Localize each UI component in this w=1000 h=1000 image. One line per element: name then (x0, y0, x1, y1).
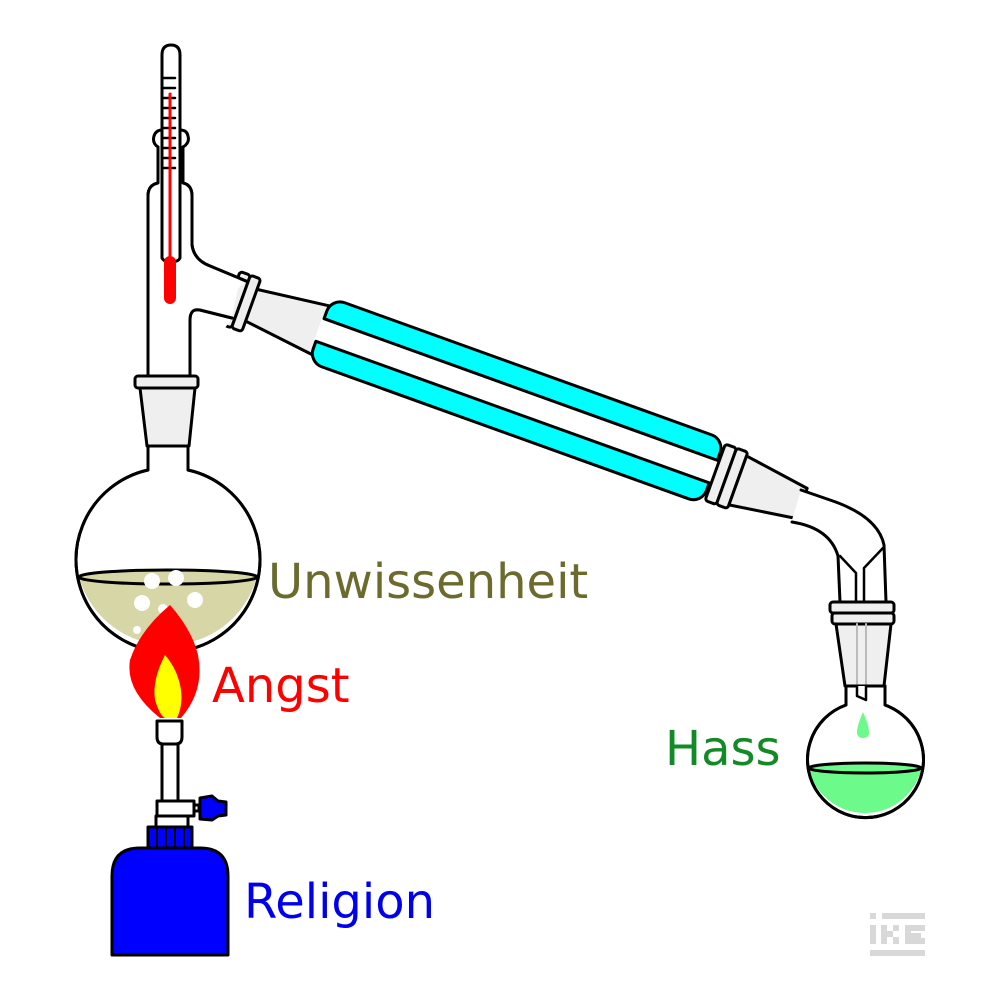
condenser (220, 270, 809, 520)
droplet (857, 712, 869, 738)
receiver-adapter (790, 488, 896, 701)
label-angst: Angst (212, 658, 350, 714)
label-religion: Religion (244, 874, 435, 930)
gas-burner (110, 719, 230, 957)
distillation-head (133, 43, 248, 448)
label-unwissenheit: Unwissenheit (268, 554, 588, 610)
gas-canister (110, 846, 230, 957)
bubbles (133, 570, 203, 634)
receiving-flask (806, 684, 925, 820)
label-hass: Hass (665, 721, 781, 777)
flame (129, 605, 200, 718)
ike-logo (870, 913, 925, 956)
valve-knob (198, 794, 228, 822)
thermometer (160, 43, 182, 304)
